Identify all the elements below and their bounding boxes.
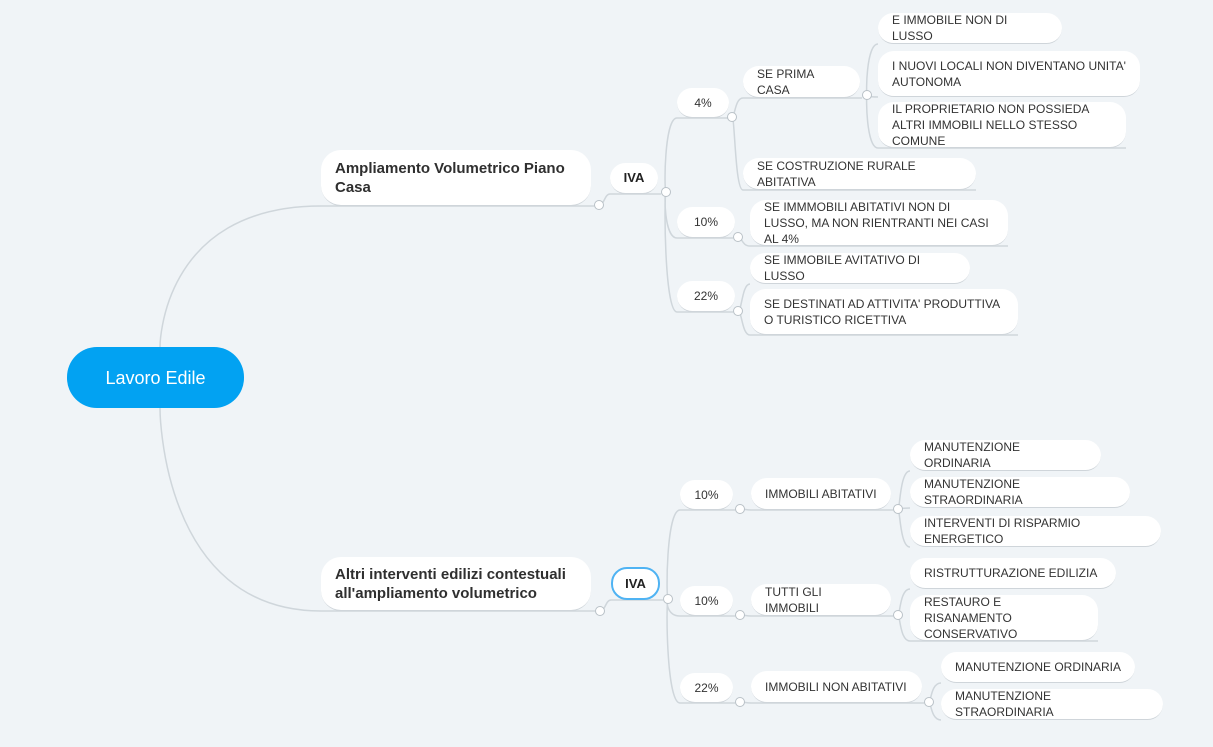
collapse-toggle-icon[interactable] xyxy=(735,610,745,620)
collapse-toggle-icon[interactable] xyxy=(862,90,872,100)
rate-10-percent-a[interactable]: 10% xyxy=(677,207,735,238)
connector-line xyxy=(865,43,879,96)
collapse-toggle-icon[interactable] xyxy=(733,232,743,242)
rate-10-percent-c[interactable]: 10% xyxy=(680,586,733,616)
proprietario-non-possieda[interactable]: IL PROPRIETARIO NON POSSIEDA ALTRI IMMOB… xyxy=(878,102,1126,148)
rate-10-percent-b[interactable]: 10% xyxy=(680,480,733,510)
collapse-toggle-icon[interactable] xyxy=(924,697,934,707)
connector-line xyxy=(865,94,879,149)
risparmio-energetico[interactable]: INTERVENTI DI RISPARMIO ENERGETICO xyxy=(910,516,1161,547)
connector-line xyxy=(731,116,744,191)
connector-line xyxy=(664,191,678,313)
tutti-gli-immobili[interactable]: TUTTI GLI IMMOBILI xyxy=(751,584,891,616)
collapse-toggle-icon[interactable] xyxy=(893,610,903,620)
immobili-non-abitativi[interactable]: IMMOBILI NON ABITATIVI xyxy=(751,671,922,703)
iva-node-1[interactable]: IVA xyxy=(610,163,658,194)
collapse-toggle-icon[interactable] xyxy=(733,306,743,316)
collapse-toggle-icon[interactable] xyxy=(735,697,745,707)
manutenzione-straordinaria-2[interactable]: MANUTENZIONE STRAORDINARIA xyxy=(941,689,1163,720)
abitativi-non-di-lusso[interactable]: SE IMMMOBILI ABITATIVI NON DI LUSSO, MA … xyxy=(750,200,1008,246)
ristrutturazione-edilizia[interactable]: RISTRUTTURAZIONE EDILIZIA xyxy=(910,558,1116,589)
root-topic[interactable]: Lavoro Edile xyxy=(67,347,244,408)
attivita-produttiva[interactable]: SE DESTINATI AD ATTIVITA' PRODUTTIVA O T… xyxy=(750,289,1018,335)
connector-line xyxy=(159,205,322,348)
manutenzione-ordinaria-1[interactable]: MANUTENZIONE ORDINARIA xyxy=(910,440,1101,471)
restauro-risanamento[interactable]: RESTAURO E RISANAMENTO CONSERVATIVO xyxy=(910,595,1098,641)
collapse-toggle-icon[interactable] xyxy=(727,112,737,122)
rate-22-percent-a[interactable]: 22% xyxy=(677,281,735,312)
connector-line xyxy=(664,191,678,239)
se-prima-casa[interactable]: SE PRIMA CASA xyxy=(743,66,860,98)
main-topic-altri-interventi[interactable]: Altri interventi edilizi contestuali all… xyxy=(321,557,591,611)
connector-line xyxy=(159,407,322,612)
manutenzione-ordinaria-2[interactable]: MANUTENZIONE ORDINARIA xyxy=(941,652,1135,683)
connector-line xyxy=(666,509,681,600)
main-topic-ampliamento[interactable]: Ampliamento Volumetrico Piano Casa xyxy=(321,150,591,206)
iva-node-2[interactable]: IVA xyxy=(611,567,660,600)
immobile-avitativo-lusso[interactable]: SE IMMOBILE AVITATIVO DI LUSSO xyxy=(750,253,970,284)
immobili-abitativi[interactable]: IMMOBILI ABITATIVI xyxy=(751,478,891,510)
connector-line xyxy=(897,470,911,510)
collapse-toggle-icon[interactable] xyxy=(663,594,673,604)
manutenzione-straordinaria-1[interactable]: MANUTENZIONE STRAORDINARIA xyxy=(910,477,1130,508)
rate-4-percent[interactable]: 4% xyxy=(677,88,729,118)
rate-22-percent-b[interactable]: 22% xyxy=(680,673,733,703)
connector-line xyxy=(664,117,678,193)
immobile-non-di-lusso[interactable]: E IMMOBILE NON DI LUSSO xyxy=(878,13,1062,44)
costruzione-rurale-abitativa[interactable]: SE COSTRUZIONE RURALE ABITATIVA xyxy=(743,158,976,190)
collapse-toggle-icon[interactable] xyxy=(595,606,605,616)
collapse-toggle-icon[interactable] xyxy=(735,504,745,514)
collapse-toggle-icon[interactable] xyxy=(594,200,604,210)
connector-line xyxy=(897,508,911,548)
collapse-toggle-icon[interactable] xyxy=(661,187,671,197)
nuovi-locali-non-autonoma[interactable]: I NUOVI LOCALI NON DIVENTANO UNITA' AUTO… xyxy=(878,51,1140,97)
collapse-toggle-icon[interactable] xyxy=(893,504,903,514)
